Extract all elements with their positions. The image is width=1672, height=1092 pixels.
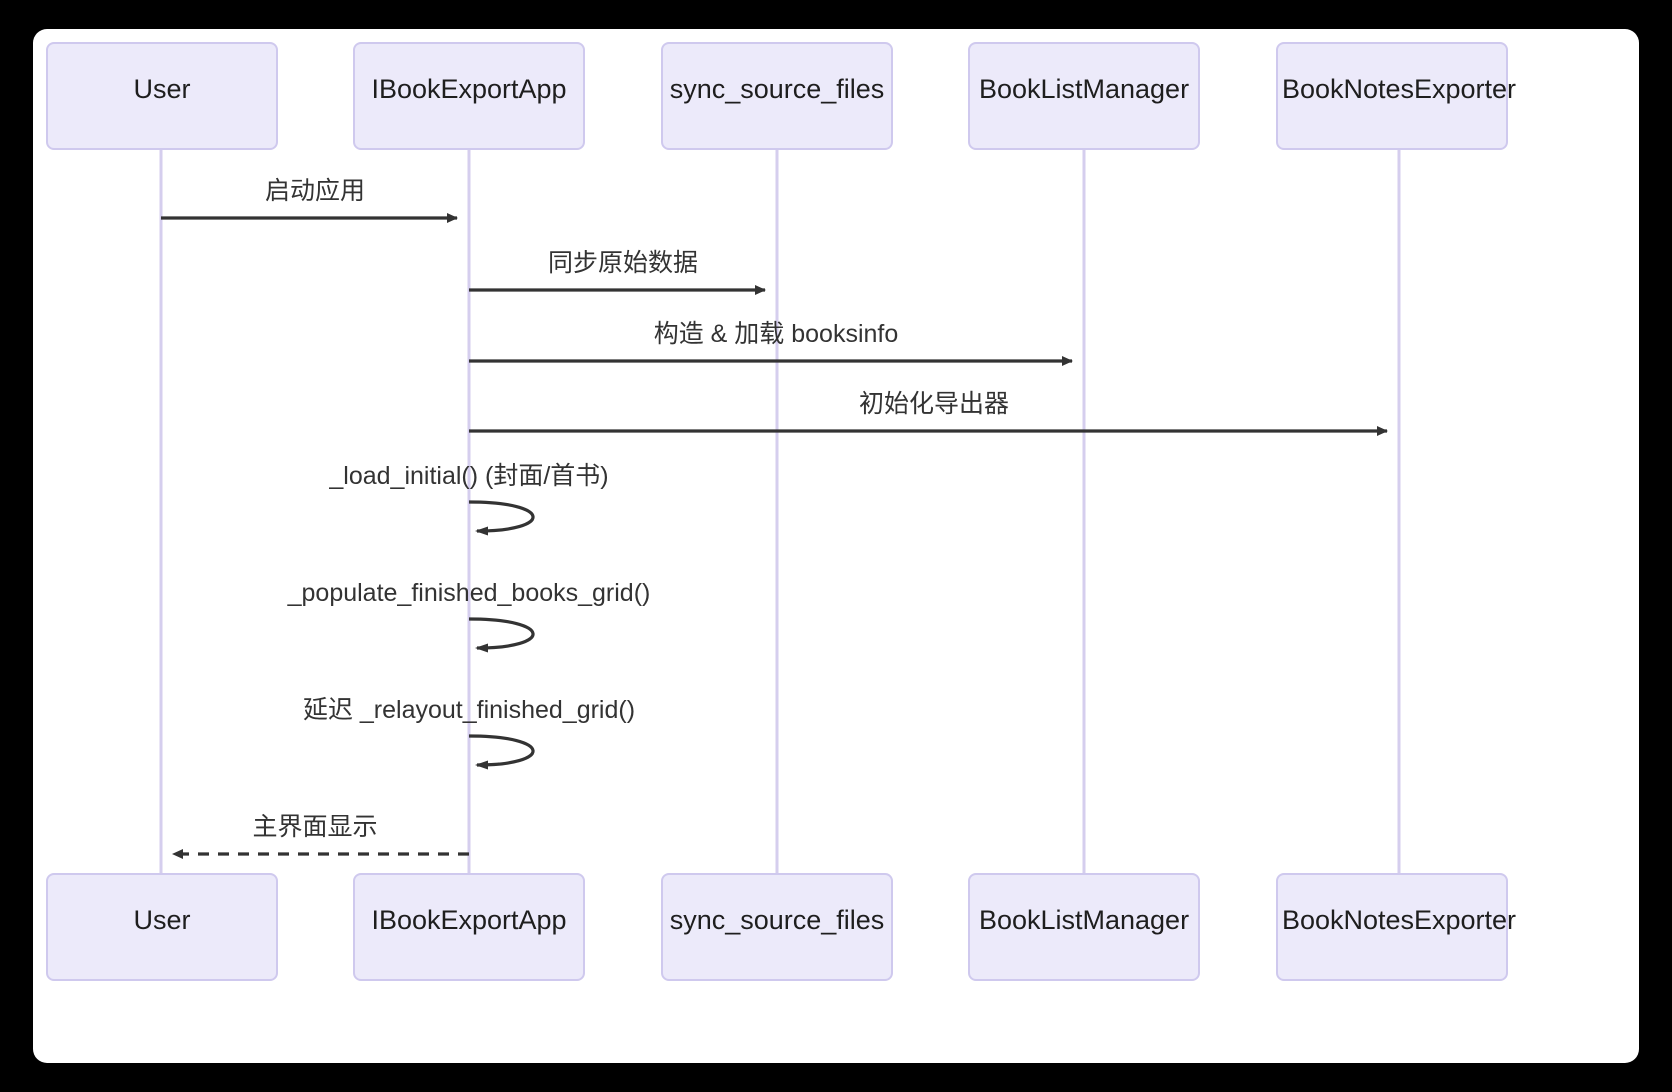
participant-box[interactable] [46,42,278,150]
participant-label: BookNotesExporter [1282,905,1516,935]
participant-bottom-sync[interactable]: sync_source_files [661,873,893,981]
participant-label: BookNotesExporter [1282,74,1516,104]
message-1-tongbu-yuanshi-shuju[interactable]: 同步原始数据 [469,249,766,295]
message-5-populate-finished-books-grid-self[interactable]: _populate_finished_books_grid() [287,579,651,653]
message-label: 启动应用 [265,177,365,205]
self-message-loop[interactable] [468,500,535,536]
participant-label: BookListManager [979,74,1189,104]
message-label: 延迟 _relayout_finished_grid() [303,696,635,724]
participant-label: User [133,74,190,104]
participant-box[interactable] [661,42,893,150]
message-label: 初始化导出器 [859,390,1009,418]
sequence-diagram-canvas: User IBookExportApp sync_source_files Bo… [33,29,1639,1063]
participant-label: User [133,905,190,935]
participant-bottom-booklist[interactable]: BookListManager [968,873,1200,981]
message-7-zhujiemian-xianshi-return[interactable]: 主界面显示 [172,813,469,859]
participant-box[interactable] [353,42,585,150]
message-3-chushihua-daochuqi[interactable]: 初始化导出器 [469,390,1388,436]
participant-bottom-app[interactable]: IBookExportApp [353,873,585,981]
message-label: 构造 & 加载 booksinfo [654,320,899,348]
participant-box[interactable] [968,873,1200,981]
lifelines-group [159,149,1401,874]
participant-label: IBookExportApp [371,74,566,104]
self-message-loop[interactable] [468,617,535,653]
participant-box[interactable] [46,873,278,981]
message-6-relayout-finished-grid-self[interactable]: 延迟 _relayout_finished_grid() [303,696,635,770]
participants-top: User IBookExportApp sync_source_files Bo… [46,42,1516,150]
participants-bottom: User IBookExportApp sync_source_files Bo… [46,873,1516,981]
participant-label: IBookExportApp [371,905,566,935]
self-message-loop[interactable] [468,734,535,770]
message-4-load-initial-self[interactable]: _load_initial() (封面/首书) [328,462,609,536]
participant-top-exporter[interactable]: BookNotesExporter [1276,42,1516,150]
participant-box[interactable] [353,873,585,981]
message-0-qidong-yingyong[interactable]: 启动应用 [161,177,458,223]
participant-label: sync_source_files [670,74,885,104]
participant-box[interactable] [968,42,1200,150]
participant-box[interactable] [1276,42,1508,150]
participant-top-app[interactable]: IBookExportApp [353,42,585,150]
participant-label: sync_source_files [670,905,885,935]
message-label: _populate_finished_books_grid() [287,579,651,607]
message-2-gouzao-jiazai-booksinfo[interactable]: 构造 & 加载 booksinfo [469,320,1073,366]
participant-box[interactable] [661,873,893,981]
message-label: 同步原始数据 [548,249,698,277]
participant-top-booklist[interactable]: BookListManager [968,42,1200,150]
participant-top-sync[interactable]: sync_source_files [661,42,893,150]
participant-top-user[interactable]: User [46,42,278,150]
message-label: 主界面显示 [252,813,377,841]
participant-bottom-user[interactable]: User [46,873,278,981]
participant-label: BookListManager [979,905,1189,935]
participant-bottom-exporter[interactable]: BookNotesExporter [1276,873,1516,981]
participant-box[interactable] [1276,873,1508,981]
message-label: _load_initial() (封面/首书) [328,462,608,490]
